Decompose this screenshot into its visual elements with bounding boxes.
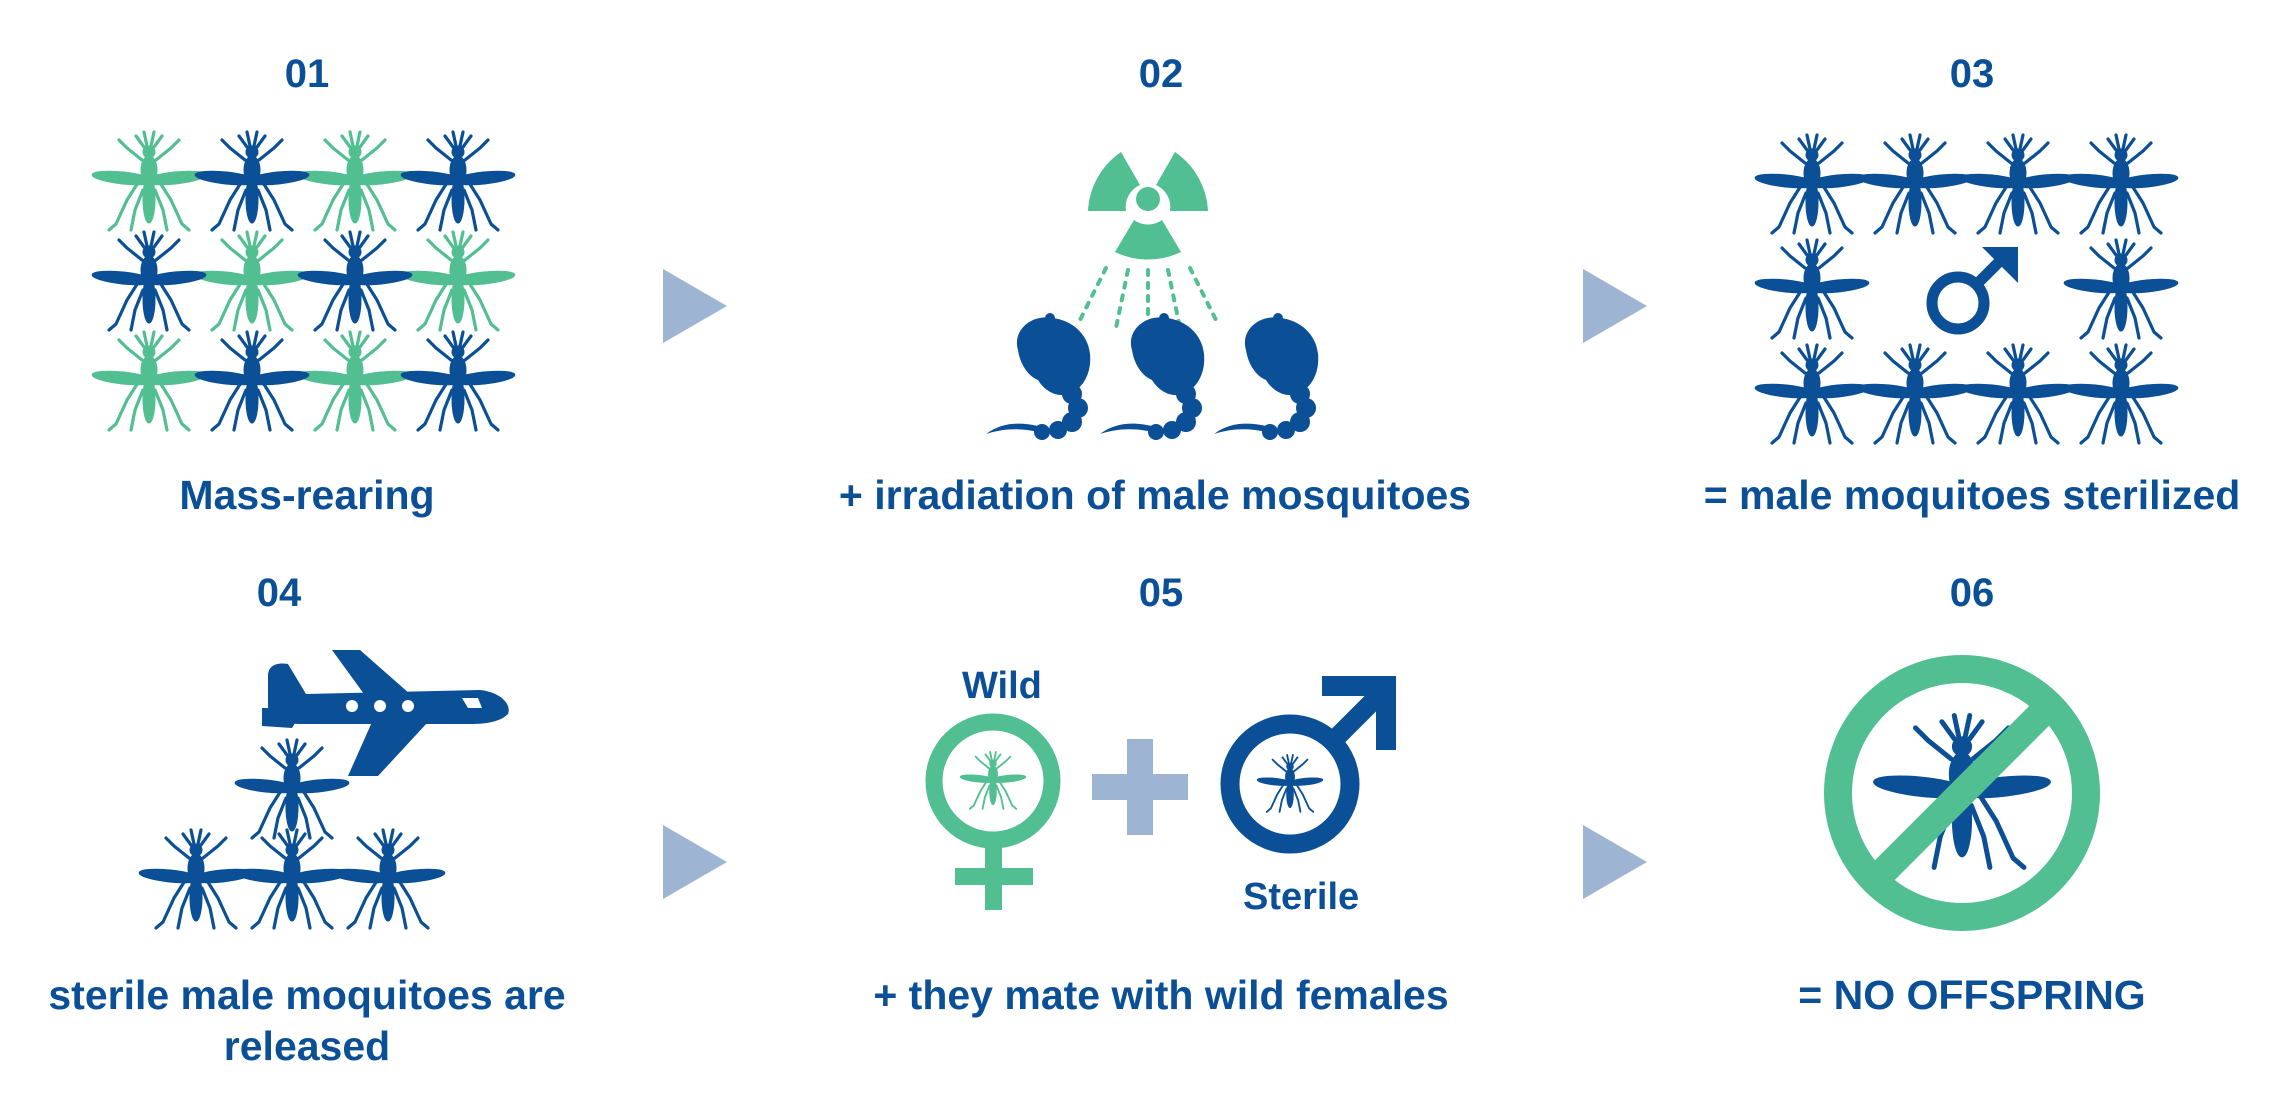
mosquito-icon	[958, 751, 1028, 810]
sterile-label: Sterile	[1243, 876, 1360, 918]
mosquito-icon	[328, 828, 448, 930]
mosquito-icon	[1958, 343, 2078, 445]
mosquito-icon	[1752, 343, 1872, 445]
mosquito-icon	[398, 230, 518, 332]
step-caption-04: sterile male moquitoes are released	[48, 972, 566, 1069]
prohibition-illustration	[1824, 655, 2100, 931]
airplane-icon	[262, 650, 509, 776]
plus-icon	[1092, 739, 1188, 835]
mosquito-icon	[136, 828, 256, 930]
mosquito-icon	[295, 230, 415, 332]
step-number-01: 01	[284, 52, 330, 96]
step-number-03: 03	[1949, 52, 1995, 96]
step-number-02: 02	[1138, 52, 1184, 96]
mosquito-icon	[398, 130, 518, 232]
mosquito-icon	[232, 828, 352, 930]
wild-label: Wild	[962, 665, 1042, 707]
mosquito-icon	[89, 330, 209, 432]
arrow-right-icon	[663, 825, 727, 899]
radiation-icon	[1088, 152, 1208, 260]
arrow-right-icon	[1583, 825, 1647, 899]
mosquito-icon	[2061, 343, 2181, 445]
mosquito-icon	[232, 738, 352, 840]
male-symbol-icon	[1926, 247, 2018, 335]
mass-rearing-grid	[89, 130, 518, 432]
arrow-right-icon	[663, 269, 727, 343]
mosquito-icon	[89, 130, 209, 232]
mosquito-icon	[2061, 238, 2181, 340]
mosquito-icon	[192, 130, 312, 232]
mosquito-icon	[295, 130, 415, 232]
step-caption-05: + they mate with wild females	[873, 972, 1449, 1018]
mosquito-icon	[398, 330, 518, 432]
mosquito-icon	[192, 330, 312, 432]
arrow-right-icon	[1583, 269, 1647, 343]
step-number-06: 06	[1949, 571, 1995, 615]
mosquito-icon	[1752, 238, 1872, 340]
step-caption-02: + irradiation of male mosquitoes	[838, 472, 1472, 518]
irradiation-illustration	[986, 152, 1319, 440]
female-symbol-icon	[925, 713, 1061, 910]
mating-illustration	[925, 676, 1396, 910]
mosquito-icon	[1958, 133, 2078, 235]
sterilized-males-grid	[1752, 133, 2181, 445]
pupa-icon	[1214, 313, 1319, 440]
mosquito-icon	[1855, 343, 1975, 445]
release-illustration	[136, 650, 509, 930]
mosquito-icon	[295, 330, 415, 432]
mosquito-icon	[89, 230, 209, 332]
mosquito-icon	[2061, 133, 2181, 235]
step-caption-03: = male moquitoes sterilized	[1703, 472, 2241, 518]
prohibition-icon	[1824, 655, 2100, 931]
mosquito-icon	[1855, 133, 1975, 235]
step-number-04: 04	[256, 571, 302, 615]
mosquito-icon	[1752, 133, 1872, 235]
step-number-05: 05	[1138, 571, 1184, 615]
pupa-icon	[1100, 313, 1205, 440]
mosquito-icon	[192, 230, 312, 332]
male-symbol-icon	[1220, 676, 1396, 854]
step-caption-06: = NO OFFSPRING	[1798, 972, 2146, 1018]
mosquito-icon	[1255, 754, 1325, 813]
step-caption-01: Mass-rearing	[179, 472, 435, 518]
pupa-icon	[986, 313, 1091, 440]
